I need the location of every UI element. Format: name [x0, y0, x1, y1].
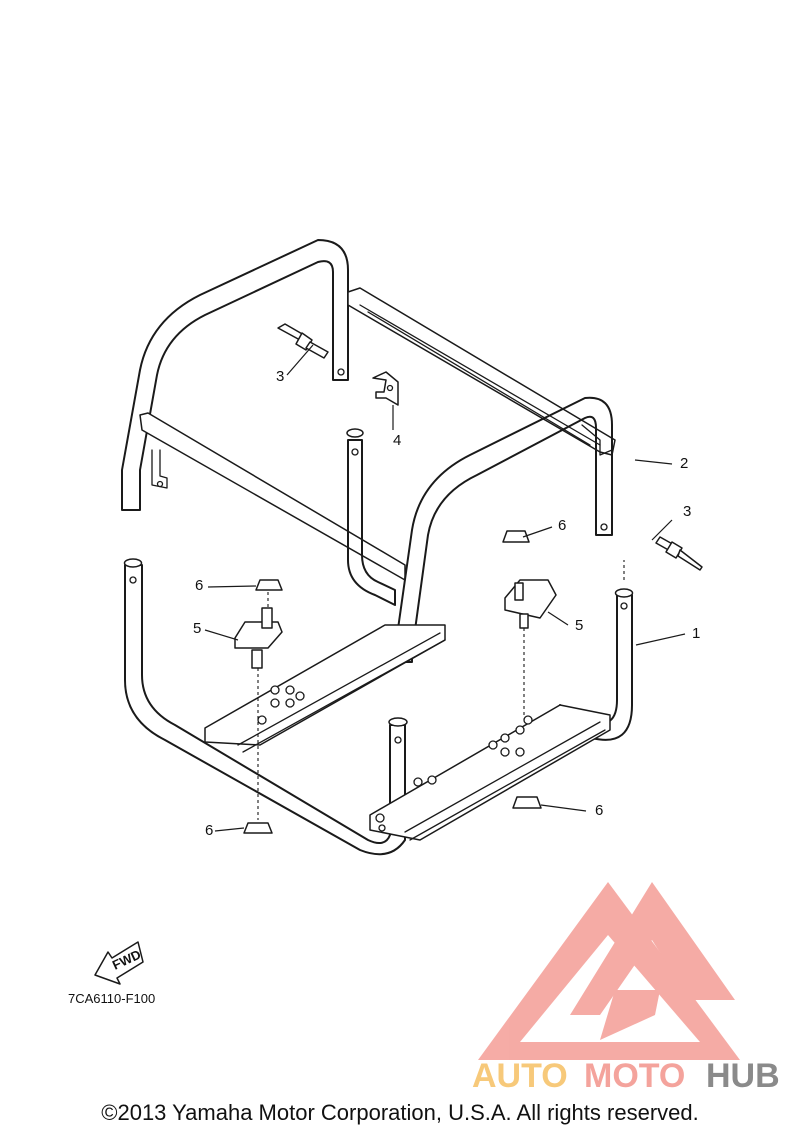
- watermark-moto: MOTO: [584, 1057, 685, 1095]
- callout-5-right: 5: [575, 617, 583, 634]
- callout-6-left: 6: [195, 577, 203, 594]
- callout-4: 4: [393, 432, 401, 449]
- pin-left: [277, 323, 329, 359]
- callout-3-right: 3: [683, 503, 691, 520]
- watermark-hub: HUB: [706, 1057, 780, 1095]
- callout-6-top: 6: [558, 517, 566, 534]
- part-code: 7CA6110-F100: [68, 991, 155, 1006]
- watermark-logo: [478, 882, 740, 1060]
- callout-1: 1: [692, 625, 700, 642]
- leader-lines: [204, 344, 686, 832]
- upper-frame: [121, 239, 616, 663]
- mount-left: [234, 579, 283, 669]
- pin-right: [655, 536, 703, 571]
- nut-bottom-right: [512, 796, 542, 809]
- callout-5-left: 5: [193, 620, 201, 637]
- callout-6-bottom: 6: [205, 822, 213, 839]
- callout-2: 2: [680, 455, 688, 472]
- callout-3-left: 3: [276, 368, 284, 385]
- copyright-notice: ©2013 Yamaha Motor Corporation, U.S.A. A…: [101, 1100, 699, 1125]
- callout-6-right: 6: [595, 802, 603, 819]
- clip-4: [372, 371, 399, 406]
- mount-right: [502, 530, 557, 629]
- nut-bottom-left: [243, 822, 273, 834]
- watermark-text: AUTO MOTO HUB: [472, 1057, 780, 1095]
- lower-frame: [123, 428, 634, 856]
- callout-numbers: 1 2 3 3 4 5 5 6 6 6 6: [193, 368, 700, 839]
- watermark-auto: AUTO: [472, 1057, 568, 1095]
- fwd-arrow-icon: FWD: [94, 941, 144, 985]
